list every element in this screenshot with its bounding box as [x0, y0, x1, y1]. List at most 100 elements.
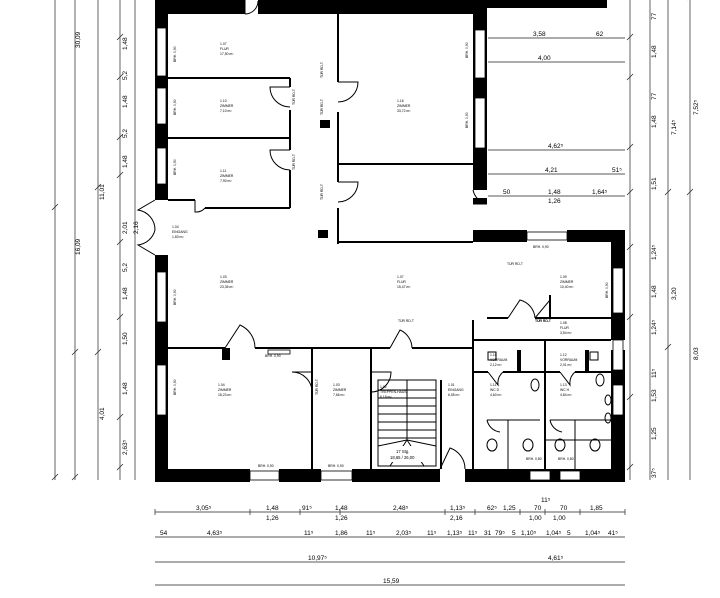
dim-right-e2: 1,48	[651, 45, 658, 58]
svg-text:ZIMMER: ZIMMER	[397, 104, 411, 108]
dim-b1-2: 1,48	[266, 505, 279, 512]
svg-text:4,84 m²: 4,84 m²	[560, 393, 572, 397]
dim-b1-sub-2: 1,26	[335, 515, 348, 522]
svg-text:7,66 m²: 7,66 m²	[333, 393, 345, 397]
svg-text:TÜR RD-T: TÜR RD-T	[292, 89, 296, 105]
svg-text:BRH. 0,90: BRH. 0,90	[328, 464, 344, 468]
dim-b1-11: 1,85	[590, 505, 603, 512]
dim-b2-16: 1,04⁵	[585, 530, 601, 537]
dim-left-e8: 5,2	[122, 263, 129, 272]
svg-text:4,60 m²: 4,60 m²	[490, 393, 502, 397]
room-labels: 1.07 FLUR 17,50 m² 1.16 ZIMMER 33,72 m² …	[172, 42, 578, 460]
svg-text:1.04: 1.04	[172, 225, 179, 229]
dim-right-e7: 1,48	[651, 285, 658, 298]
dim-left-e11: 1,48	[122, 382, 129, 395]
svg-text:1.07: 1.07	[397, 275, 404, 279]
dim-tr-8: 1,48	[548, 189, 561, 196]
svg-text:33,72 m²: 33,72 m²	[397, 109, 411, 113]
svg-text:10,40 m²: 10,40 m²	[560, 285, 574, 289]
dim-b1-3: 91⁵	[302, 505, 312, 512]
svg-text:BRH. 0,80: BRH. 0,80	[558, 457, 574, 461]
dim-b2-6: 2,03⁵	[396, 530, 412, 537]
svg-text:WC D: WC D	[490, 388, 500, 392]
room-num: 1.07	[220, 42, 227, 46]
dim-b2-2: 4,63⁵	[207, 530, 223, 537]
dim-b2-9: 11⁵	[468, 530, 478, 537]
dim-right-b: 8,03	[693, 347, 700, 360]
svg-text:1.10: 1.10	[220, 99, 227, 103]
room-zimmer-right: 1.09 ZIMMER 10,40 m²	[560, 275, 574, 289]
svg-text:17 Stg.: 17 Stg.	[396, 449, 409, 454]
svg-text:FLUR: FLUR	[560, 326, 569, 330]
room-eingang-bottom: 1.01 EINGANG 6,55 m²	[448, 383, 464, 397]
dim-b2-11: 79⁵	[495, 530, 505, 537]
dim-left-c: 4,01	[99, 407, 106, 420]
svg-text:ZIMMER: ZIMMER	[220, 174, 234, 178]
dim-b1-5: 2,48⁵	[393, 505, 409, 512]
room-zimmer-110: 1.10 ZIMMER 7,10 m²	[220, 99, 234, 113]
svg-text:TÜR RD-T: TÜR RD-T	[292, 154, 296, 170]
dim-tr-4: 4,62⁵	[548, 143, 564, 150]
dim-left-e4: 5,2	[122, 129, 129, 138]
dim-b2-13: 1,10⁵	[521, 530, 537, 537]
svg-text:1.09: 1.09	[560, 275, 567, 279]
svg-text:1.10: 1.10	[490, 353, 497, 357]
dim-left-e6: 2,01	[122, 221, 129, 234]
svg-text:TÜR RD-T: TÜR RD-T	[320, 62, 324, 78]
svg-text:1.03: 1.03	[333, 383, 340, 387]
svg-text:1.16: 1.16	[397, 99, 404, 103]
svg-text:BRH. 0,90: BRH. 0,90	[605, 282, 609, 298]
dim-b1-sub-5: 1,00	[553, 515, 566, 522]
dim-right-e4: 1,48	[651, 115, 658, 128]
room-treppenhaus: 1.02 TREPPEN-HAUS 6,18 m²	[380, 385, 407, 399]
dim-left-e2: 5,2	[122, 71, 129, 80]
room-zimmer-111: 1.11 ZIMMER 7,90 m²	[220, 169, 234, 183]
dim-right-c: 7,14⁵	[671, 119, 678, 135]
svg-text:WC H: WC H	[560, 388, 570, 392]
room-name: FLUR	[220, 47, 229, 51]
dim-left-a: 16,09	[75, 238, 82, 255]
dim-right-e11: 1,25	[651, 427, 658, 440]
svg-text:BRH. 0,90: BRH. 0,90	[173, 99, 177, 115]
dim-tr-10: 1,26	[548, 198, 561, 205]
toilet-icon	[530, 378, 540, 392]
svg-text:TÜR RD-T: TÜR RD-T	[535, 319, 551, 323]
svg-text:1.11: 1.11	[220, 169, 226, 173]
svg-text:1.08: 1.08	[560, 321, 567, 325]
svg-text:BRH. 0,90: BRH. 0,90	[173, 46, 177, 62]
dim-total-height: 30,09	[75, 31, 82, 48]
room-zimmer-b1: 1.04 ZIMMER 18,23 m²	[218, 383, 232, 397]
dim-tr-9: 1,64⁵	[592, 189, 608, 196]
dim-b1-1: 3,05⁵	[196, 505, 212, 512]
dim-b4: 15,59	[383, 578, 400, 585]
dim-b1-7: 62⁵	[487, 505, 497, 512]
dim-b1-9: 70	[534, 505, 542, 512]
svg-text:VORRAUM: VORRAUM	[560, 358, 578, 362]
doors	[136, 0, 576, 470]
dim-b1-sub-3: 2,16	[450, 515, 463, 522]
dim-tr-5: 4,21	[545, 167, 558, 174]
svg-text:TÜR RD-T: TÜR RD-T	[507, 262, 523, 266]
svg-text:ZIMMER: ZIMMER	[218, 388, 232, 392]
svg-text:BRH. 0,90: BRH. 0,90	[258, 464, 274, 468]
dim-left-e7: 2,16	[133, 221, 140, 234]
svg-text:23,35 m²: 23,35 m²	[220, 285, 234, 289]
dim-right-e6: 1,24⁵	[651, 244, 658, 260]
svg-text:1.02: 1.02	[380, 385, 387, 389]
room-vorraum-1: 1.10 VORRAUM 2,12 m²	[490, 353, 508, 367]
annotation-tags: BRH. 0,90 BRH. 0,90 BRH. 0,90 BRH. 0,90 …	[173, 42, 609, 468]
svg-text:6,55 m²: 6,55 m²	[448, 393, 460, 397]
left-dimension-texts: 30,09 16,09 11,01 4,01 2,63⁵ 1,48 5,2 1,…	[75, 31, 140, 455]
dim-tr-7: 50	[503, 189, 511, 196]
room-flur-right: 1.08 FLUR 3,54 m²	[560, 321, 572, 335]
top-right-dimensions: 3,58 62 4,00 4,62⁵ 4,21 51⁵ 50 1,48 1,64…	[488, 31, 625, 205]
svg-text:7,10 m²: 7,10 m²	[220, 109, 232, 113]
dim-b1-sub-4: 1,00	[529, 515, 542, 522]
room-flur-top: 1.07 FLUR 17,50 m²	[220, 42, 234, 56]
svg-text:18,65 / 26,00: 18,65 / 26,00	[390, 455, 415, 460]
dim-right-e10: 1,53	[651, 389, 658, 402]
dim-tr-1: 3,58	[533, 31, 546, 38]
dim-b2-12: 5	[512, 530, 516, 537]
room-eingang-left: 1.04 EINGANG 1,83 m²	[172, 225, 188, 239]
